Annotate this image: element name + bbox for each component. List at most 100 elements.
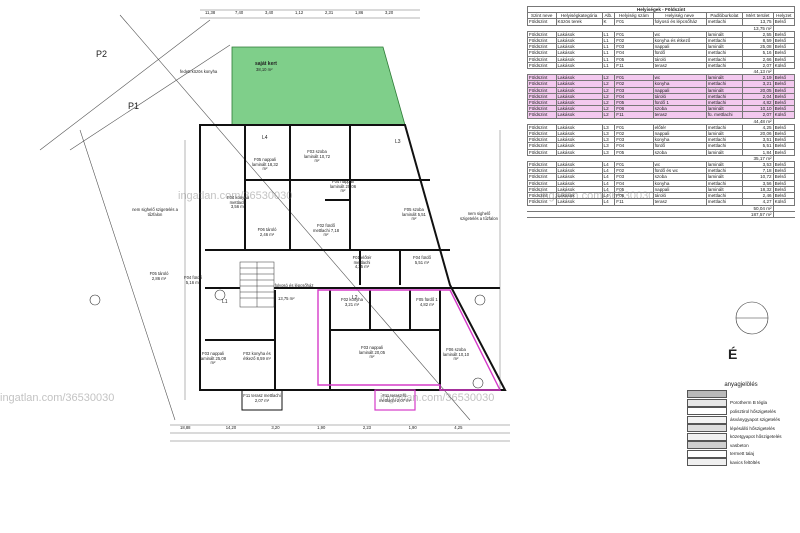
table-cell: F11 bbox=[614, 61, 654, 70]
table-cell: laminált bbox=[705, 74, 744, 82]
room-label: F05 fürdő 1 4,82 m² bbox=[416, 297, 438, 307]
table-row: 44,13 m² bbox=[527, 68, 795, 76]
table-cell bbox=[614, 68, 654, 76]
table-cell: Lakások bbox=[555, 86, 603, 94]
legend-item: kavics feltöltés bbox=[687, 458, 795, 467]
table-cell bbox=[602, 210, 615, 218]
table-cell: mettlachi bbox=[705, 92, 744, 101]
legend-label: polisztirol hőszigetelés bbox=[730, 408, 776, 414]
table-cell: mettlachi bbox=[705, 18, 744, 26]
table-cell: Lakások bbox=[555, 61, 603, 70]
room-label: F04 fürdő 5,51 m² bbox=[413, 255, 431, 265]
table-cell bbox=[773, 210, 795, 218]
table-cell: 13,75 m² bbox=[742, 24, 774, 32]
table-cell bbox=[614, 117, 654, 125]
table-cell: Belső bbox=[772, 123, 796, 132]
legend-item: ásványgyapot szigetelés bbox=[687, 415, 795, 425]
table-cell: Belső bbox=[772, 167, 796, 175]
table-cell: Belső bbox=[772, 105, 796, 113]
table-cell: Belső bbox=[772, 148, 796, 156]
room-label: F02 konyha és étkező 8,59 m² bbox=[243, 351, 271, 361]
table-cell: mettlachi bbox=[705, 142, 744, 150]
table-cell: Lakások bbox=[555, 80, 603, 88]
table-cell: mettlachi bbox=[705, 99, 744, 107]
table-cell bbox=[556, 117, 603, 125]
table-cell: Belső bbox=[772, 36, 796, 45]
unit-label: L3 bbox=[395, 139, 401, 145]
unit-label: L4 bbox=[262, 135, 268, 141]
room-label: F11 terasz mettlachi 2,07 m² bbox=[243, 393, 281, 403]
legend-label: vasbeton bbox=[730, 442, 749, 448]
watermark: ingatlan.com/36530030 bbox=[178, 190, 293, 202]
legend-label: kavics feltöltés bbox=[730, 459, 760, 465]
dimension-label: 3,20 bbox=[271, 425, 280, 430]
table-cell bbox=[773, 117, 795, 125]
watermark: ingatlan.com/36530030 bbox=[0, 392, 115, 404]
dimension-label: 3,40 bbox=[265, 10, 274, 15]
legend-swatch bbox=[687, 458, 727, 467]
room-label: F05 szoba laminált 5,51 m² bbox=[402, 207, 426, 222]
garden-area bbox=[231, 46, 406, 126]
table-cell bbox=[527, 210, 556, 218]
table-cell bbox=[706, 117, 743, 125]
table-cell bbox=[556, 24, 603, 32]
table-cell: F02 bbox=[614, 80, 654, 88]
table-cell: Belső bbox=[772, 192, 796, 200]
legend-label: lépésálló hőszigetelés bbox=[730, 425, 775, 431]
table-cell bbox=[527, 68, 556, 76]
legend-item: lépésálló hőszigetelés bbox=[687, 424, 795, 433]
table-cell: Külső bbox=[772, 198, 796, 206]
table-cell bbox=[602, 117, 615, 125]
room-label: F02 konyha 3,21 m² bbox=[341, 297, 363, 307]
table-cell: Belső bbox=[772, 92, 796, 101]
table-cell: 187,57 m² bbox=[742, 210, 774, 218]
legend-item: Porotherm B tégla bbox=[687, 398, 795, 408]
table-cell bbox=[653, 210, 707, 218]
table-cell: Belső bbox=[772, 86, 796, 94]
table-cell: mettlachi bbox=[705, 198, 744, 206]
dimension-label: 2,23 bbox=[362, 425, 371, 430]
room-label: F06 tároló 2,46 m² bbox=[257, 227, 277, 237]
table-cell: Külső bbox=[772, 111, 796, 119]
table-cell: Belső bbox=[772, 99, 796, 107]
table-header-cell: Helyiség szám bbox=[614, 12, 654, 20]
room-label: F04 nappali laminált 20,06 m² bbox=[329, 179, 357, 194]
room-label: F11 terasz fü. mettlachi 2,07 m² bbox=[378, 393, 412, 403]
dimension-label: 1,90 bbox=[317, 425, 326, 430]
table-cell: mettlachi bbox=[705, 123, 744, 132]
table-cell bbox=[706, 210, 743, 218]
axis-line bbox=[79, 129, 176, 421]
table-cell: laminált bbox=[705, 86, 744, 94]
room-label: F04 fürdő 5,16 m² bbox=[184, 275, 202, 285]
table-cell: 44,13 m² bbox=[742, 68, 774, 76]
table-cell: mettlachi bbox=[705, 36, 744, 45]
table-cell: mettlachi bbox=[705, 136, 744, 144]
table-cell: F04 bbox=[614, 92, 654, 101]
axis-line bbox=[39, 19, 211, 151]
note-right: nem sighelő szigetelés a tűzfalon bbox=[460, 211, 498, 221]
table-cell: F11 bbox=[614, 111, 654, 119]
p2-label: P2 bbox=[96, 49, 108, 59]
table-cell: F01 bbox=[614, 18, 654, 26]
common-garden-label: fedett közös konyha bbox=[180, 69, 218, 74]
stair-label: folyosó és lépcsőház bbox=[274, 283, 314, 288]
legend-swatch bbox=[687, 415, 727, 424]
table-cell: laminált bbox=[705, 105, 744, 113]
table-cell: 44,48 m² bbox=[742, 117, 774, 125]
dimension-label: 1,12 bbox=[295, 10, 304, 15]
room-label: F05 nappali laminált 18,32 m² bbox=[251, 157, 279, 172]
unit-label: L1 bbox=[222, 299, 228, 305]
table-cell: mettlachi bbox=[705, 167, 744, 175]
table-cell: Belső bbox=[772, 55, 796, 63]
table-cell bbox=[653, 117, 707, 125]
table-cell bbox=[773, 24, 795, 32]
table-cell: F05 bbox=[614, 99, 654, 107]
legend-item: vasbeton bbox=[687, 441, 795, 450]
